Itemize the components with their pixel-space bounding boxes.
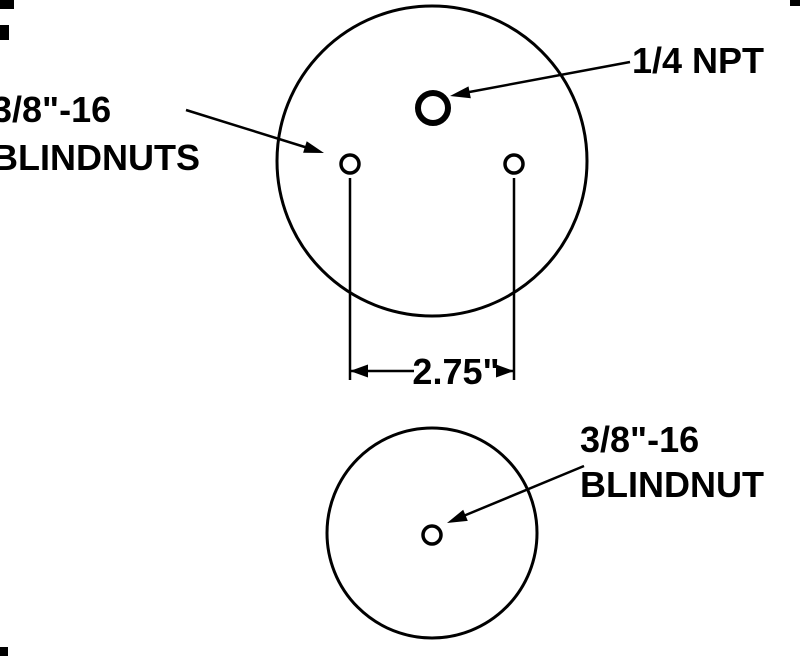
blindnut-bottom-leader-line bbox=[460, 464, 585, 519]
blindnut-hole-center bbox=[421, 524, 443, 546]
scan-artifact bbox=[0, 0, 14, 9]
blindnuts-leader-arrowhead bbox=[303, 141, 324, 153]
npt-port-circle bbox=[415, 90, 451, 126]
blindnuts-label-line2: BLINDNUTS bbox=[0, 137, 200, 178]
blindnut-bottom-leader-arrowhead bbox=[447, 509, 468, 523]
bottom-view-circle bbox=[325, 426, 539, 640]
blindnut-bottom-label-line2: BLINDNUT bbox=[580, 464, 764, 505]
blindnut-hole-left bbox=[339, 153, 361, 175]
npt-leader-line bbox=[463, 60, 631, 95]
blindnuts-label-line1: 3/8"-16 bbox=[0, 89, 111, 130]
scan-artifact bbox=[0, 647, 8, 656]
blindnut-bottom-label-line1: 3/8"-16 bbox=[580, 419, 699, 460]
dimension-arrowhead-left bbox=[350, 364, 368, 378]
scan-artifact bbox=[0, 25, 9, 40]
top-view-circle bbox=[275, 4, 589, 318]
dimension-arrowhead-right bbox=[496, 364, 514, 378]
npt-label: 1/4 NPT bbox=[632, 40, 764, 81]
blindnut-hole-right bbox=[503, 153, 525, 175]
scan-artifact bbox=[790, 0, 800, 6]
npt-leader-arrowhead bbox=[450, 86, 471, 99]
blindnuts-leader-line bbox=[185, 108, 309, 150]
dimension-label: 2.75" bbox=[412, 351, 499, 392]
